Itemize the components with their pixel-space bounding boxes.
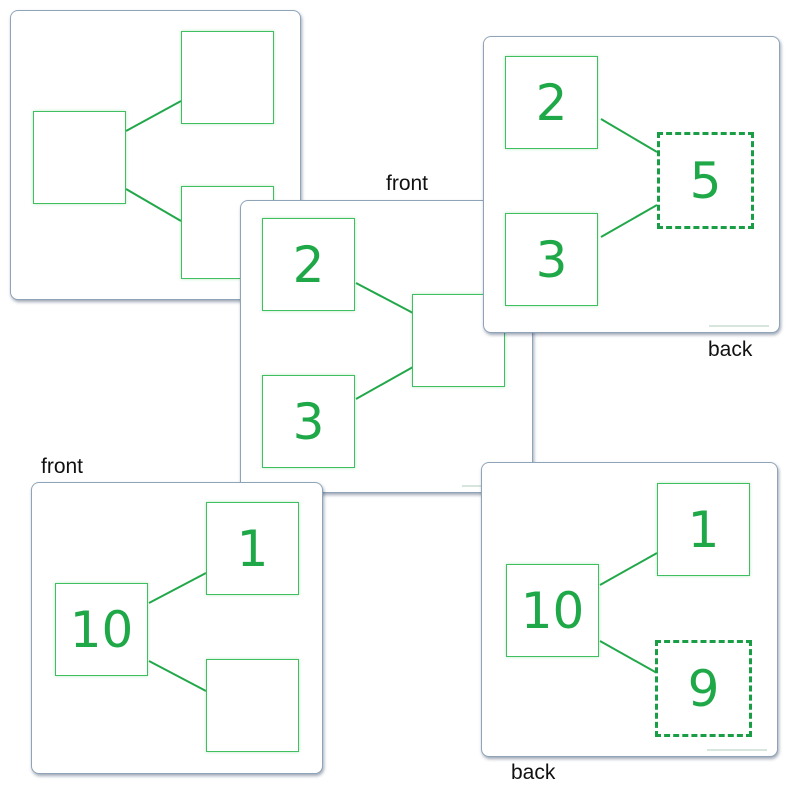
whole-box: 10 (55, 583, 148, 676)
whole-box: 10 (506, 564, 599, 657)
part-bottom-box: 3 (505, 213, 598, 306)
connector-lines (125, 100, 182, 222)
caption-front-top: front (386, 172, 429, 195)
card-footer-mark (709, 325, 769, 327)
part-bottom-box (206, 659, 299, 752)
addition-card-back: 2 3 5 (483, 36, 780, 333)
part-top-box: 2 (505, 56, 598, 149)
part-bottom-box: 3 (262, 375, 355, 468)
caption-front-bottom: front (41, 455, 84, 478)
connector-lines (355, 282, 414, 400)
connector-lines (600, 118, 658, 238)
answer-part-bottom-box: 9 (655, 640, 752, 737)
connector-lines (148, 572, 207, 692)
card-footer-mark (707, 749, 767, 751)
subtraction-card-back: 10 1 9 (481, 462, 778, 757)
part-top-box: 1 (206, 502, 299, 595)
part-top-box (181, 31, 274, 124)
part-top-box: 2 (262, 218, 355, 311)
connector-lines (599, 552, 658, 674)
answer-whole-box: 5 (657, 132, 754, 229)
caption-back-top: back (708, 338, 753, 361)
whole-box (33, 111, 126, 204)
part-top-box: 1 (657, 483, 750, 576)
subtraction-card-front: 10 1 (31, 482, 323, 774)
caption-back-bottom: back (511, 761, 556, 784)
